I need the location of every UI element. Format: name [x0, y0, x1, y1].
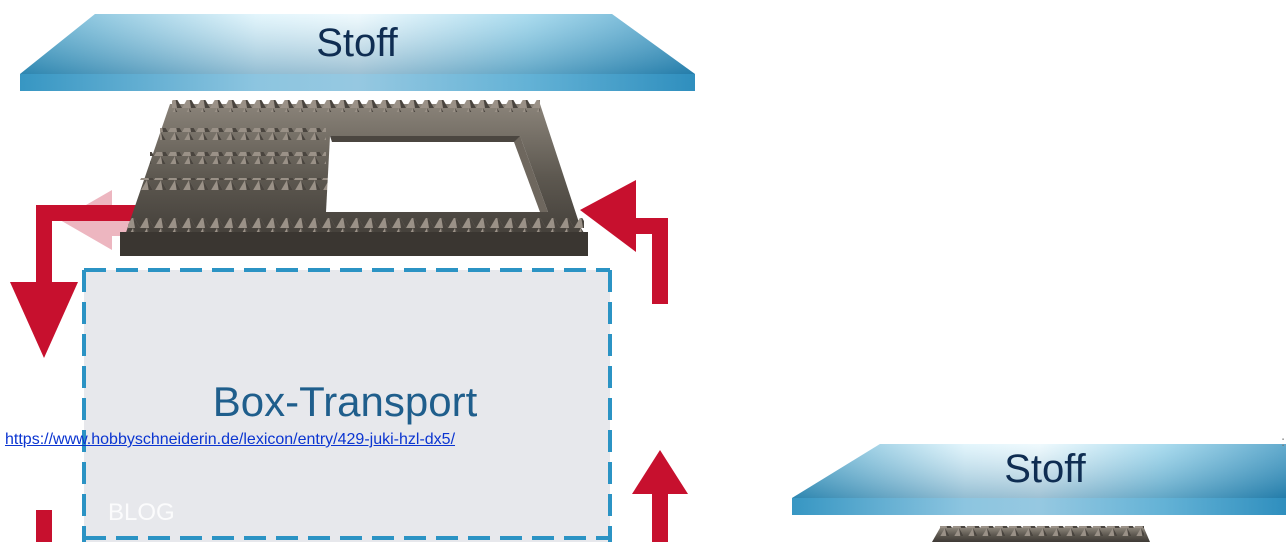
source-link[interactable]: https://www.hobbyschneiderin.de/lexicon/…	[5, 431, 455, 449]
fabric-label: Stoff	[316, 21, 398, 65]
fabric-label: Stoff	[1004, 447, 1086, 491]
arrow-icon	[632, 450, 688, 542]
fabric-plate: Stoff	[792, 444, 1286, 515]
watermark: BLOG	[108, 499, 175, 526]
edge-mark: :	[1281, 433, 1285, 449]
feed-dog-icon	[932, 526, 1150, 542]
box-label: Box-Transport	[213, 378, 478, 425]
fabric-plate: Stoff	[20, 14, 695, 91]
feed-dog-icon	[120, 100, 588, 256]
box-transport-frame: Box-Transport BLOG	[84, 270, 610, 542]
arrow-icon	[36, 510, 52, 542]
right-figure: Stoff	[792, 444, 1286, 542]
left-figure: Stoff Box-Transport BLOG	[10, 14, 695, 542]
